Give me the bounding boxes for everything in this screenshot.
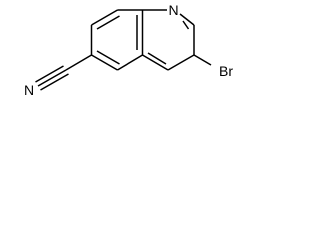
bond xyxy=(182,20,190,30)
bond xyxy=(65,54,92,71)
atom-labels: N N Br xyxy=(24,2,233,98)
bromine-label: Br xyxy=(219,63,233,79)
bond xyxy=(117,54,143,71)
ring-nitrogen-label: N xyxy=(168,2,178,18)
bond xyxy=(91,9,118,26)
bond xyxy=(167,54,195,71)
bond xyxy=(96,50,120,65)
bond xyxy=(91,54,118,71)
bond xyxy=(37,69,67,87)
bond xyxy=(35,65,64,83)
bonds xyxy=(35,9,212,91)
bond xyxy=(142,54,169,71)
bond xyxy=(40,73,69,91)
bond xyxy=(96,15,120,30)
molecule-drawing: N N Br xyxy=(24,2,233,98)
nitrile-nitrogen-label: N xyxy=(24,82,34,98)
bond xyxy=(193,54,212,66)
bond xyxy=(147,52,167,65)
bond xyxy=(179,13,195,26)
structure-diagram: N N Br xyxy=(0,0,262,118)
